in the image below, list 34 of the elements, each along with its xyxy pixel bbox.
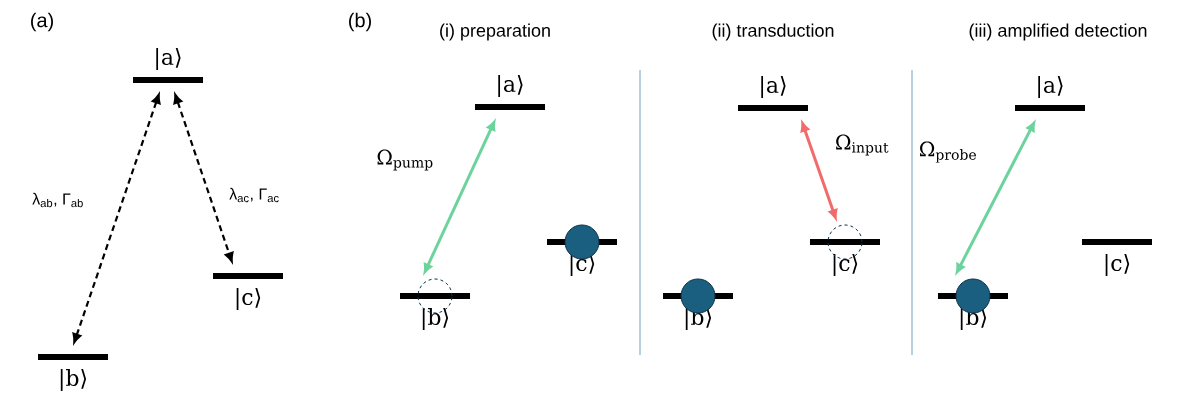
node-label: |a⟩	[498, 74, 523, 97]
panel-label: (a)	[31, 12, 53, 32]
node-label: |b⟩	[60, 368, 87, 391]
transition-arrow	[800, 122, 838, 219]
edge-label: Ω$_{input}$	[836, 134, 889, 156]
transition-arrow	[955, 121, 1036, 274]
node-label: |a⟩	[761, 75, 786, 98]
node-label: |c⟩	[833, 253, 858, 276]
transition-arrow	[173, 93, 234, 263]
edge-label: Ω$_{pump}$	[377, 149, 433, 171]
transition-arrow	[423, 121, 496, 273]
energy-level: |b⟩	[400, 293, 470, 330]
node-label: |c⟩	[236, 287, 261, 310]
panel-label: (b)	[349, 12, 371, 32]
node-label: |c⟩	[570, 253, 595, 276]
energy-level: |c⟩	[1082, 239, 1152, 276]
edge-label: λ$_{ac}$, Γ$_{ac}$	[229, 187, 279, 203]
panel-title: (ii) transduction	[712, 23, 834, 41]
energy-level: |b⟩	[38, 354, 108, 391]
energy-level: |c⟩	[810, 239, 880, 276]
panel-title: (iii) amplified detection	[969, 23, 1147, 41]
node-label: |a⟩	[156, 47, 181, 70]
node-label: |a⟩	[1038, 75, 1063, 98]
energy-level: |a⟩	[738, 76, 808, 111]
energy-level: |a⟩	[1015, 76, 1085, 111]
node-label: |b⟩	[422, 307, 449, 330]
energy-level: |c⟩	[213, 273, 283, 310]
transition-arrow	[72, 93, 161, 344]
edge-label: Ω$_{probe}$	[920, 141, 976, 163]
edge-label: λ$_{ab}$, Γ$_{ab}$	[32, 192, 83, 208]
energy-level: |a⟩	[133, 48, 203, 83]
panel-title: (i) preparation	[440, 23, 550, 41]
node-label: |c⟩	[1105, 253, 1130, 276]
energy-level: |a⟩	[475, 75, 545, 110]
